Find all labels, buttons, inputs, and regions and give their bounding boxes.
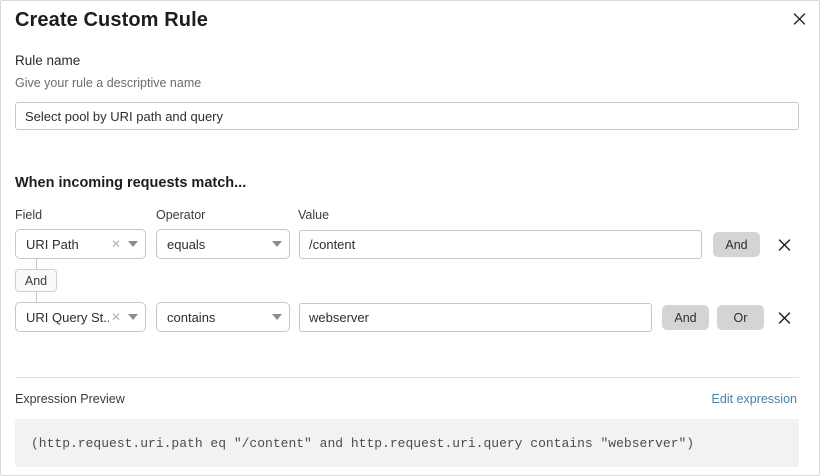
condition-field-value-1: URI Query St... (26, 309, 109, 325)
delete-row-icon[interactable] (775, 235, 793, 253)
condition-operator-value-1: contains (167, 309, 216, 325)
column-label-value: Value (298, 208, 330, 222)
dialog-title: Create Custom Rule (15, 9, 208, 31)
condition-field-select-0[interactable]: URI Path ✕ (15, 229, 146, 259)
expression-preview-box: (http.request.uri.path eq "/content" and… (15, 419, 799, 467)
chevron-down-icon[interactable] (128, 241, 138, 247)
condition-field-value-0: URI Path (26, 236, 79, 252)
clear-icon[interactable]: ✕ (110, 310, 121, 324)
conditions-heading: When incoming requests match... (15, 175, 247, 191)
section-divider (15, 377, 799, 378)
condition-connector-badge[interactable]: And (15, 269, 57, 292)
delete-row-icon[interactable] (775, 308, 793, 326)
condition-or-button-1[interactable]: Or (717, 305, 764, 330)
condition-and-button-1[interactable]: And (662, 305, 709, 330)
expression-preview-text: (http.request.uri.path eq "/content" and… (31, 435, 695, 451)
chevron-down-icon[interactable] (128, 314, 138, 320)
edit-expression-link[interactable]: Edit expression (711, 392, 797, 406)
column-label-operator: Operator (156, 208, 206, 222)
condition-operator-select-1[interactable]: contains (156, 302, 290, 332)
condition-value-input-0[interactable] (299, 230, 702, 259)
condition-value-input-1[interactable] (299, 303, 652, 332)
rule-name-label: Rule name (15, 53, 81, 68)
condition-operator-select-0[interactable]: equals (156, 229, 290, 259)
chevron-down-icon[interactable] (272, 241, 282, 247)
chevron-down-icon[interactable] (272, 314, 282, 320)
expression-preview-label: Expression Preview (15, 392, 125, 406)
condition-field-select-1[interactable]: URI Query St... ✕ (15, 302, 146, 332)
condition-operator-value-0: equals (167, 236, 206, 252)
rule-name-description: Give your rule a descriptive name (15, 76, 202, 90)
clear-icon[interactable]: ✕ (110, 237, 121, 251)
column-label-field: Field (15, 208, 43, 222)
close-icon[interactable] (788, 7, 810, 29)
condition-connector-line-top (36, 258, 37, 270)
condition-connector-line-bottom (36, 292, 37, 303)
condition-and-button-0[interactable]: And (713, 232, 760, 257)
rule-name-input[interactable] (15, 102, 799, 130)
